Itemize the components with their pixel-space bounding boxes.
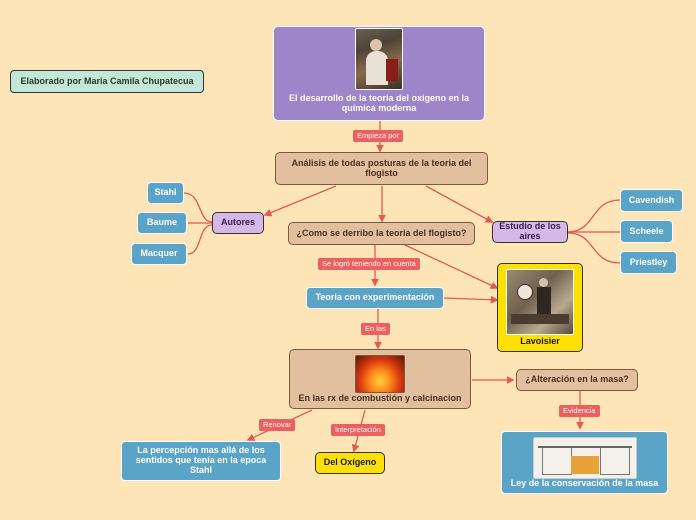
fire-image xyxy=(355,355,405,393)
connector-airs-priestley xyxy=(567,232,621,264)
theory-experimentation-node[interactable]: Teoria con experimentación xyxy=(306,287,444,309)
combustion-node[interactable]: En las rx de combustión y calcinacion xyxy=(289,349,471,409)
airs-study-node[interactable]: Estudio de los aires xyxy=(492,221,568,243)
mass-conservation-label: Ley de la conservación de la masa xyxy=(510,478,659,489)
lavoisier-node[interactable]: Lavoisier xyxy=(497,263,583,352)
author-credit: Elaborado por Maria Camila Chupatecua xyxy=(10,70,204,93)
question-node[interactable]: ¿Como se derribo la teoria del flogisto? xyxy=(288,222,475,245)
author-macquer[interactable]: Macquer xyxy=(131,243,187,265)
authors-node[interactable]: Autores xyxy=(212,212,264,234)
mass-conservation-law-node[interactable]: Ley de la conservación de la masa xyxy=(501,431,668,494)
label-interpretacion: Interpretación xyxy=(331,424,385,436)
author-baume[interactable]: Baume xyxy=(137,212,187,234)
lavoisier-label: Lavoisier xyxy=(520,336,560,347)
main-title-text: El desarrollo de la teoria del oxigeno e… xyxy=(288,93,470,114)
connector-theory-lavoisier xyxy=(443,295,499,304)
balance-scales-image xyxy=(532,437,637,479)
combustion-label: En las rx de combustión y calcinacion xyxy=(298,393,462,404)
lavoisier-lab-image xyxy=(506,269,574,335)
mass-change-question-node[interactable]: ¿Alteración en la masa? xyxy=(516,369,638,391)
scientist-priestley[interactable]: Priestley xyxy=(620,251,677,274)
oxygen-node[interactable]: Del Oxígeno xyxy=(315,452,385,474)
label-empieza-por: Empieza por xyxy=(353,130,404,142)
connector-analysis-airs xyxy=(425,185,494,223)
analysis-node[interactable]: Análisis de todas posturas de la teoria … xyxy=(275,152,488,185)
label-renovar: Renovar xyxy=(259,419,296,431)
connector-airs-cavendish xyxy=(567,199,621,233)
label-en-las: En las xyxy=(361,323,390,335)
scientist-scheele[interactable]: Scheele xyxy=(620,220,673,243)
connector-authors-stahl xyxy=(183,192,213,223)
perception-node[interactable]: La percepción mas allá de los sentidos q… xyxy=(121,441,281,481)
connector-question-lavoisier xyxy=(404,244,499,289)
connector-authors-macquer xyxy=(187,224,213,255)
author-stahl[interactable]: Stahl xyxy=(147,182,184,204)
main-title-node[interactable]: El desarrollo de la teoria del oxigeno e… xyxy=(273,26,485,121)
scientist-portrait-image xyxy=(355,28,403,91)
label-evidencia: Evidencia xyxy=(559,405,600,417)
scientist-cavendish[interactable]: Cavendish xyxy=(620,189,683,212)
connector-analysis-authors xyxy=(263,185,337,217)
label-se-logro: Se logró teniendo en cuenta xyxy=(318,258,420,270)
